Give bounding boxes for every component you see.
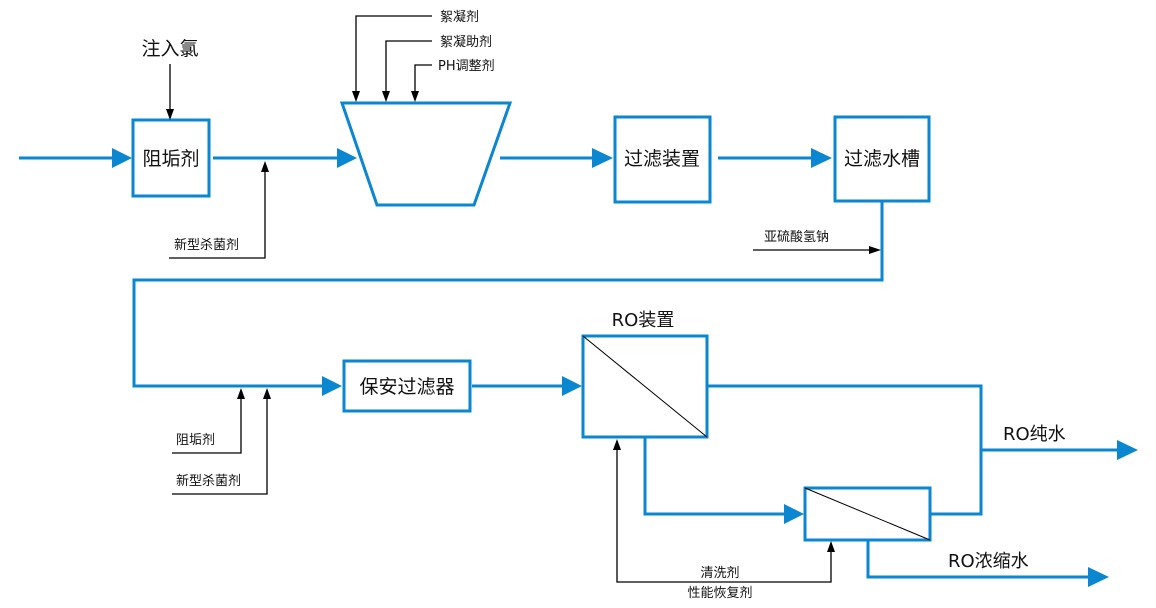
- inlet-arrow-icon: [112, 148, 132, 168]
- ph-adjuster-feed-line: [414, 64, 432, 92]
- pure-water-arrow-icon: [1117, 440, 1138, 460]
- cleaning-feed-line: [616, 450, 832, 583]
- sodium-bisulfite-arrow-icon: [869, 246, 881, 254]
- filtered-water-tank-box: [833, 115, 931, 203]
- ro2-inlet-arrow-icon: [784, 504, 804, 524]
- antiscalant-2-label: 阻垢剂: [176, 433, 215, 448]
- filter-unit-arrow-icon: [592, 148, 613, 168]
- ro-cleaning-arrow-icon: [613, 439, 621, 450]
- biocide-1-arrow-icon: [261, 161, 269, 172]
- cleaning-agent-label: 清洗剂: [700, 566, 739, 581]
- return-loop-pipe: [132, 202, 884, 388]
- chlorine-arrow-icon: [166, 109, 174, 120]
- ro2-membrane-line: [804, 487, 931, 541]
- ph-adjuster-arrow-icon: [411, 91, 419, 102]
- pure-water-label: RO纯水: [1003, 424, 1066, 445]
- ph-adjuster-label: PH调整剂: [438, 59, 495, 74]
- concentrate-arrow-icon: [1088, 567, 1109, 587]
- security-filter-box: [342, 359, 472, 413]
- ro-unit-arrow-icon: [562, 376, 582, 396]
- biocide-1-feed-line: [169, 172, 266, 259]
- coagulation-tank: [339, 101, 513, 207]
- chlorine-label: 注入氯: [141, 38, 198, 60]
- antiscalant-box-label: 阻垢剂: [142, 148, 199, 170]
- antiscalant-box: [131, 118, 211, 198]
- filtered-water-tank-label: 过滤水槽: [844, 148, 920, 170]
- flocculant-label: 絮凝剂: [440, 9, 479, 25]
- antiscalant-2-arrow-icon: [237, 388, 245, 399]
- coagulation-inlet-arrow-icon: [337, 148, 357, 168]
- flocculant-arrow-icon: [352, 91, 360, 102]
- concentrate-pipe: [866, 540, 1090, 579]
- sodium-bisulfite-label: 亚硫酸氢钠: [764, 230, 829, 245]
- biocide-2-arrow-icon: [263, 388, 271, 399]
- concentrate-label: RO浓缩水: [948, 551, 1029, 572]
- biocide-1-label: 新型杀菌剂: [174, 237, 239, 253]
- performance-restorer-label: 性能恢复剂: [687, 586, 752, 601]
- flocculant-aid-label: 絮凝助剂: [440, 34, 492, 50]
- filter-unit-label: 过滤装置: [624, 148, 700, 170]
- antiscalant-2-feed-line: [172, 399, 242, 454]
- flocculant-aid-arrow-icon: [382, 91, 390, 102]
- water-tank-arrow-icon: [811, 148, 832, 168]
- security-filter-label: 保安过滤器: [359, 376, 454, 398]
- security-filter-arrow-icon: [322, 376, 342, 396]
- flocculant-aid-feed-line: [385, 40, 432, 92]
- ro2-cleaning-arrow-icon: [827, 541, 835, 552]
- biocide-2-label: 新型杀菌剂: [176, 473, 241, 489]
- ro-concentrate-pipe: [643, 437, 786, 516]
- ro-membrane-line: [582, 335, 708, 438]
- flocculant-feed-line: [355, 15, 432, 92]
- filter-unit-box: [613, 115, 712, 204]
- ro-unit-label: RO装置: [612, 310, 675, 331]
- biocide-2-feed-line: [172, 399, 268, 495]
